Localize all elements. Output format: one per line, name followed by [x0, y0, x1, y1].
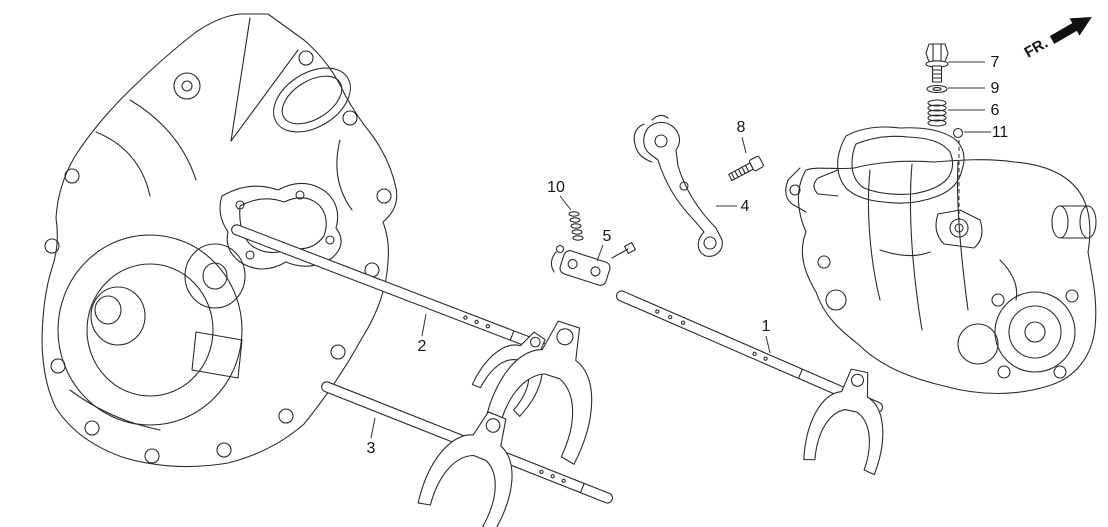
- callout-label-5: 5: [603, 228, 612, 245]
- callout-label-11: 11: [992, 124, 1009, 141]
- callout-label-1: 1: [762, 318, 771, 335]
- right-housing-drawing: [785, 126, 1097, 394]
- shift-arm-4: [633, 114, 723, 257]
- spring-pin-10: [568, 211, 584, 241]
- shift-shaft-2: [231, 224, 547, 353]
- fr-label: FR.: [1022, 35, 1051, 62]
- fr-arrow-icon: [1049, 17, 1092, 44]
- callout-label-10: 10: [547, 179, 565, 196]
- detent-bolt-7: [925, 43, 949, 83]
- callout-label-7: 7: [991, 54, 1000, 71]
- bolt-8: [728, 155, 764, 182]
- washer-9: [926, 84, 948, 94]
- callout-label-9: 9: [991, 80, 1000, 97]
- callout-label-2: 2: [418, 338, 427, 355]
- detent-spring-6: [927, 99, 947, 127]
- fr-direction-arrow: FR.: [1022, 17, 1092, 62]
- shift-shaft-1: [616, 290, 883, 413]
- callout-label-6: 6: [991, 102, 1000, 119]
- detent-ball-11: [952, 127, 964, 139]
- shift-piece-5: [550, 242, 636, 286]
- callout-leaders: [370, 61, 991, 439]
- callout-label-3: 3: [367, 440, 376, 457]
- callout-label-4: 4: [741, 198, 750, 215]
- callout-label-8: 8: [737, 119, 746, 136]
- left-housing-drawing: [41, 13, 398, 468]
